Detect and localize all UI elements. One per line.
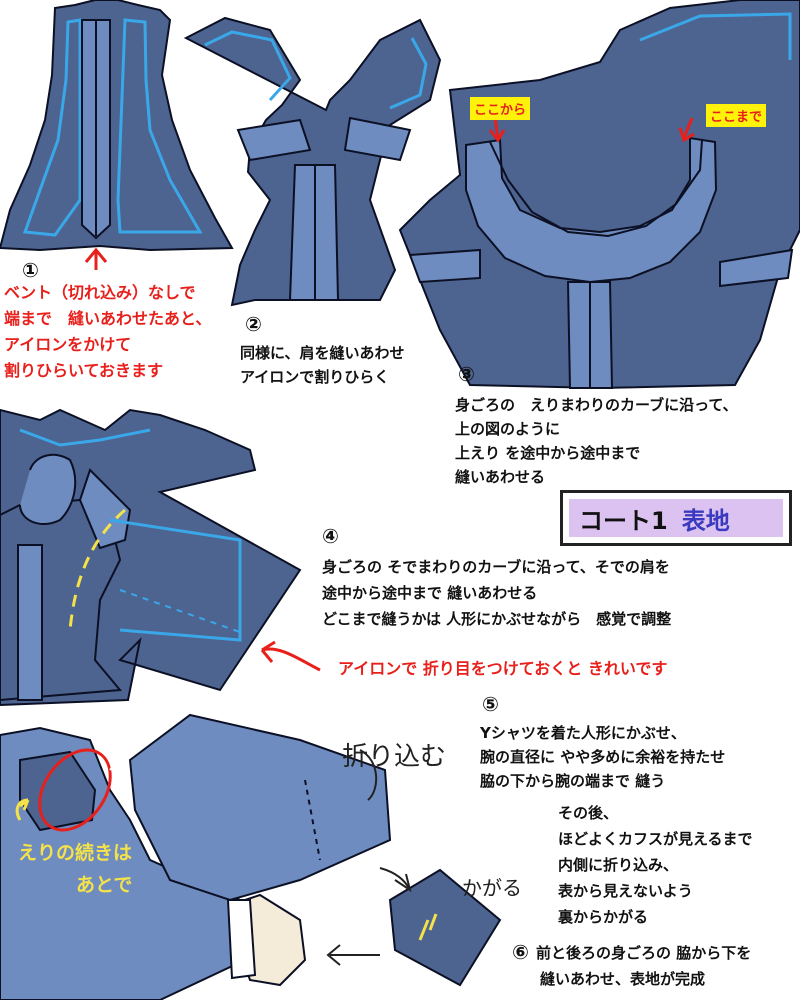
title-main: コート1 [579,506,668,535]
fold-in-handwriting: 折り込む [342,742,447,772]
title-inner: コート1 表地 [569,499,783,537]
step6-line1: 前と後ろの身ごろの 脇から下を [536,944,752,962]
step1-line2: 端まで 縫いあわせたあと、 [4,309,212,328]
step4-line1: 身ごろの そでまわりのカーブに沿って、そでの肩を [322,558,670,576]
step4-line3: どこまで縫うかは 人形にかぶせながら 感覚で調整 [322,610,672,628]
step3-line2: 上の図のように [455,420,561,438]
step5-line1: Yシャツを着た人形にかぶせ、 [480,724,686,742]
step4-number: ④ [322,524,339,548]
from-here-tag: ここから [470,97,531,120]
step5-after2: ほどよくカフスが見えるまで [558,830,753,848]
title-sub: 表地 [681,506,730,535]
sleeve-panel [0,408,321,707]
step6-number: ⑥ [512,940,529,964]
stitch-handwriting: かがる [462,876,522,900]
arrow-down-icon [488,117,695,143]
step3-number: ③ [458,362,475,386]
step1-line4: 割りひらいておきます [4,361,164,380]
collar-note-line1: えりの続きは [18,842,133,864]
step3-line1: 身ごろの えりまわりのカーブに沿って、 [455,396,738,414]
step5-after3: 内側に折り込み、 [558,856,679,874]
step5-after5: 裏からかがる [558,908,649,926]
step5-line2: 腕の直径に やや多めに余裕を持たせ [480,748,726,766]
step4-note: アイロンで 折り目をつけておくと きれいです [338,659,668,678]
shoulder-panel [183,16,442,307]
step3-line3: 上えり を途中から途中まで [455,444,641,462]
step2-line1: 同様に、肩を縫いあわせ [240,344,405,362]
step2-line2: アイロンで割りひらく [240,368,390,386]
arm-panel [0,713,502,1000]
coat-back-panel [0,0,234,252]
step5-after4: 表から見えないよう [558,882,693,900]
to-here-tag: ここまで [706,104,767,127]
step5-after1: その後、 [558,804,619,822]
step2-number: ② [245,312,262,336]
step1-line3: アイロンをかけて [4,335,132,354]
step1-line1: ベント（切れ込み）なしで [4,283,196,302]
collar-note-line2: あとで [76,874,133,896]
step5-line3: 脇の下から腕の端まで 縫う [480,772,666,790]
step1-number: ① [22,258,39,282]
step4-line2: 途中から途中まで 縫いあわせる [322,584,538,602]
title-box: コート1 表地 [560,490,792,546]
step6-line2: 縫いあわせ、表地が完成 [540,970,706,988]
step5-number: ⑤ [482,692,499,716]
arrow-up-icon [84,247,108,270]
step3-line4: 縫いあわせる [455,468,546,486]
collar-panel [398,0,800,390]
